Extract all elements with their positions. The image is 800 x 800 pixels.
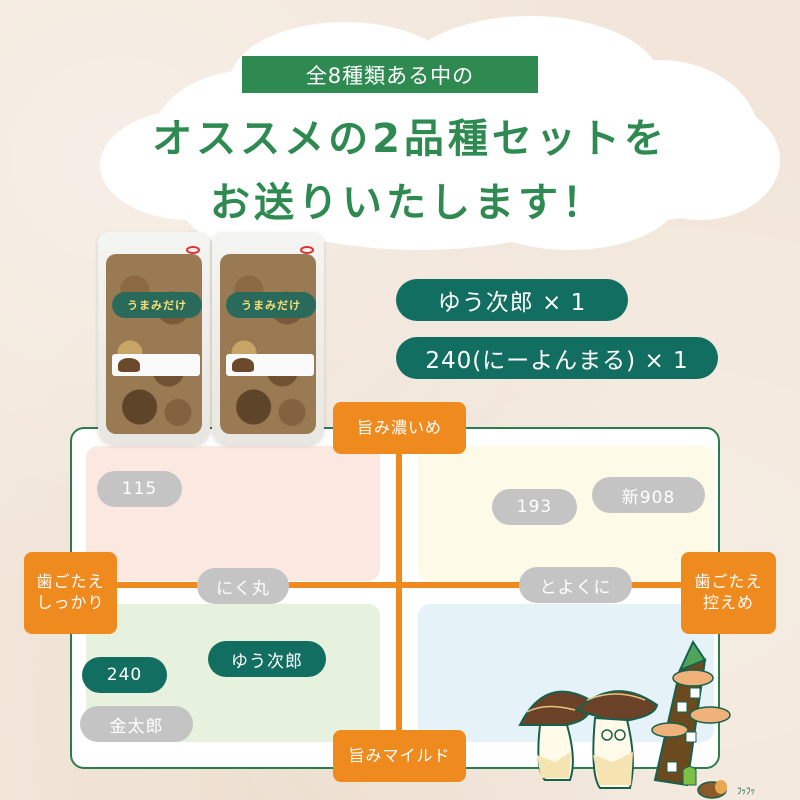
axis-label-right-line2: 控えめ (702, 593, 754, 612)
variety-115: 115 (97, 471, 182, 507)
axis-label-left-line1: 歯ごたえ (36, 572, 105, 592)
variety-nikumaru: にく丸 (197, 568, 289, 604)
caption-text: ﾌｯﾌｯ (737, 787, 755, 797)
shiitake-contents (220, 254, 316, 434)
variety-kintaro: 金太郎 (80, 706, 193, 742)
bag-label: うまみだけ (226, 292, 316, 318)
mushroom-character-icon (575, 690, 659, 789)
bag-info-label (226, 354, 314, 376)
brand-mark-icon (300, 246, 314, 254)
brand-mark-icon (186, 246, 200, 254)
mushroom-character-icon (518, 690, 592, 781)
vertical-axis (396, 445, 402, 745)
axis-label-right: 歯ごたえ 控えめ (681, 552, 776, 634)
hedgehog-character-icon (697, 780, 727, 799)
headline-line2: お送りいたします！ (210, 180, 606, 226)
title-cloud (0, 0, 800, 260)
axis-label-top: 旨み濃いめ (333, 402, 466, 454)
set-item-240: 240(にーよんまる) × 1 (396, 337, 718, 379)
headline-line1: オススメの2品種セットを (152, 116, 668, 162)
product-bag-1: うまみだけ (98, 232, 210, 444)
variety-toyokuni: とよくに (519, 567, 632, 603)
tree-house-icon (651, 639, 731, 787)
shiitake-contents (106, 254, 202, 434)
mushroom-characters-illustration: ﾌｯﾌｯ (518, 639, 755, 799)
variety-193: 193 (492, 489, 577, 525)
product-bag-2: うまみだけ (212, 232, 324, 444)
set-item-yujiro: ゆう次郎 × 1 (396, 279, 628, 321)
axis-label-left: 歯ごたえ しっかり (24, 552, 117, 634)
bag-label: うまみだけ (112, 292, 202, 318)
variety-shin908: 新908 (592, 477, 705, 513)
variety-yujiro: ゆう次郎 (208, 641, 326, 677)
axis-label-bottom: 旨みマイルド (333, 730, 466, 782)
axis-label-right-line1: 歯ごたえ (694, 572, 763, 592)
quadrant-top-left (86, 446, 380, 581)
subtitle-banner: 全8種類ある中の (242, 56, 538, 93)
variety-240: 240 (82, 657, 167, 693)
axis-label-left-line2: しっかり (36, 593, 105, 612)
bag-info-label (112, 354, 200, 376)
